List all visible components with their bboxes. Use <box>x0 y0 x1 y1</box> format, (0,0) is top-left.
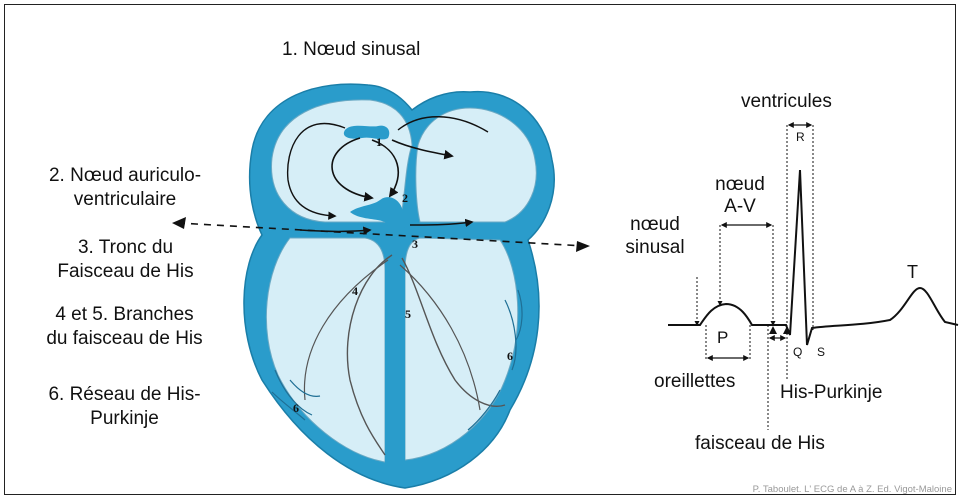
label-his-trunk-line1: 3. Tronc du <box>18 236 233 260</box>
wave-label-q: Q <box>793 345 802 359</box>
label-bundle-branches-line1: 4 et 5. Branches <box>12 303 237 327</box>
label-av-node-line1: 2. Nœud auriculo- <box>10 164 240 188</box>
label-sinus-node-ecg-line1: nœud <box>615 213 695 236</box>
wave-label-r: R <box>796 130 805 144</box>
wave-label-s: S <box>817 345 825 359</box>
image-credit: P. Taboulet. L' ECG de A à Z. Ed. Vigot-… <box>753 484 952 495</box>
label-purkinje-line1: 6. Réseau de His- <box>12 383 237 407</box>
label-his-bundle-ecg: faisceau de His <box>695 432 825 456</box>
label-av-node-ecg-line1: nœud <box>705 174 775 196</box>
label-his-trunk: 3. Tronc du Faisceau de His <box>18 236 233 284</box>
label-av-node-line2: ventriculaire <box>10 188 240 212</box>
label-sinus-node-ecg: nœud sinusal <box>615 213 695 259</box>
label-bundle-branches: 4 et 5. Branches du faisceau de His <box>12 303 237 351</box>
label-atria: oreillettes <box>654 370 735 394</box>
label-av-node-ecg-line2: A-V <box>705 196 775 218</box>
label-purkinje-line2: Purkinje <box>12 407 237 431</box>
label-ventricles: ventricules <box>741 90 832 114</box>
label-bundle-branches-line2: du faisceau de His <box>12 327 237 351</box>
label-purkinje: 6. Réseau de His- Purkinje <box>12 383 237 431</box>
label-sinus-node-ecg-line2: sinusal <box>615 236 695 259</box>
label-sinus-node: 1. Nœud sinusal <box>282 38 420 62</box>
marker-arrow-up <box>769 326 777 334</box>
wave-label-p: P <box>717 328 728 347</box>
label-av-node: 2. Nœud auriculo- ventriculaire <box>10 164 240 212</box>
label-his-purkinje: His-Purkinje <box>780 381 882 405</box>
label-av-node-ecg: nœud A-V <box>705 174 775 218</box>
label-his-trunk-line2: Faisceau de His <box>18 260 233 284</box>
wave-label-t: T <box>907 262 918 282</box>
